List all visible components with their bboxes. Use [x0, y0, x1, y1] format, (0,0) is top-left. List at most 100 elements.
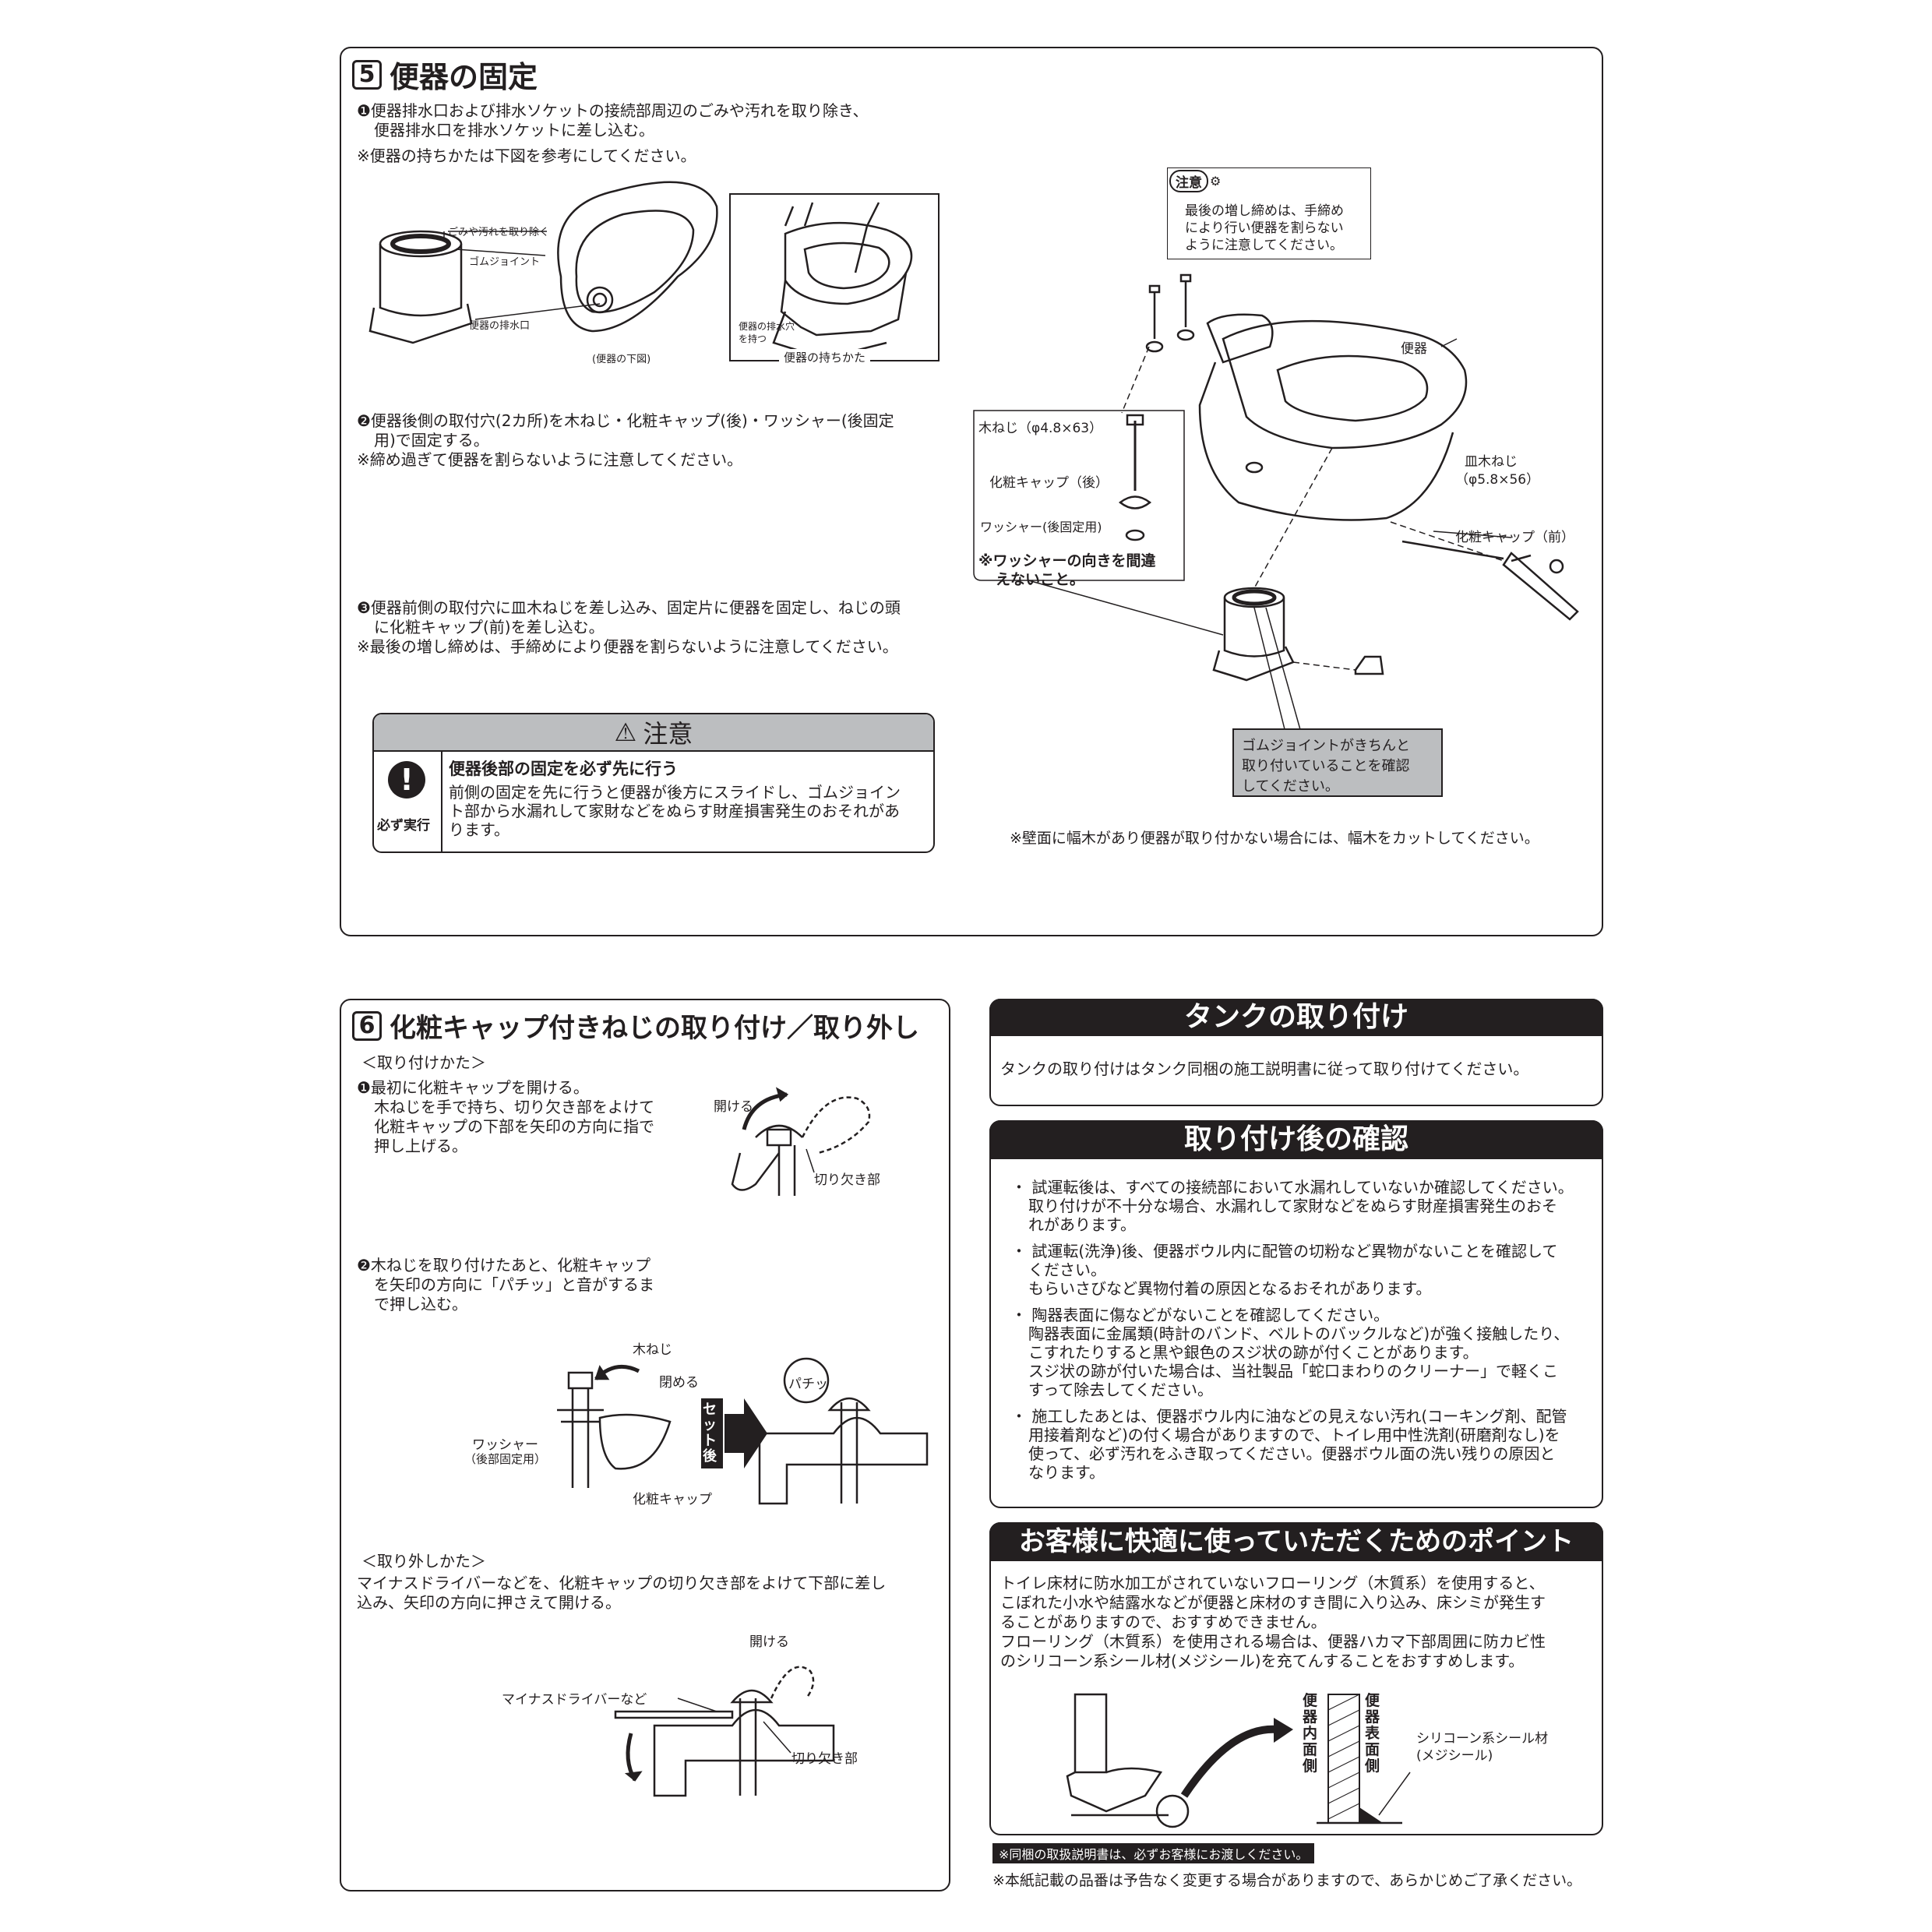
- label-fig2-cap: 化粧キャップ: [633, 1492, 712, 1507]
- tips-title: お客様に快適に使っていただくためのポイント: [1018, 1526, 1574, 1557]
- toilet-fixing-diagram: 便器 木ねじ（φ4.8×63） 化粧キャップ（後） ワッシャー(後固定用) ※ワ…: [966, 269, 1589, 799]
- label-fig2-washer-2: （後部固定用）: [464, 1452, 547, 1466]
- label-cap-front: 化粧キャップ（前）: [1455, 530, 1574, 545]
- attention-line1: 最後の増し締めは、手締め: [1185, 203, 1344, 219]
- caution-body-line2: ト部から水漏れして家財などをぬらす財産損害発生のおそれがあ: [449, 802, 900, 820]
- attach-heading: ＜取り付けかた＞: [361, 1053, 486, 1072]
- screw-icon: ⚙: [1210, 174, 1222, 189]
- label-outlet: 便器の排水口: [469, 320, 531, 332]
- gasket-note-line3: してください。: [1242, 778, 1339, 795]
- section5-step1-line2: 便器排水口を排水ソケットに差し込む。: [374, 121, 654, 139]
- label-flat-screw-1: 皿木ねじ: [1465, 454, 1518, 470]
- attention-line3: ように注意してください。: [1185, 238, 1343, 253]
- close-cap-drawing: [557, 1357, 929, 1505]
- section5-note2: ※締め過ぎて便器を割らないように注意してください。: [357, 450, 743, 469]
- check-item4-line2: 用接着剤など)の付く場合がありますので、トイレ用中性洗剤(研磨剤なし)を: [1028, 1426, 1560, 1444]
- label-fig3-notch: 切り欠き部: [791, 1751, 858, 1767]
- section5-number: 5: [352, 59, 382, 90]
- label-fig2-washer-1: ワッシャー: [472, 1437, 538, 1453]
- tank-banner: タンクの取り付け: [989, 999, 1603, 1036]
- section5-step1-line1: ❶便器排水口および排水ソケットの接続部周辺のごみや汚れを取り除き、: [357, 101, 869, 120]
- label-fig3-open: 開ける: [749, 1634, 789, 1650]
- warning-triangle-icon: ⚠: [614, 717, 637, 747]
- caution-header-text: 注意: [643, 719, 693, 749]
- manual-note: ※同梱の取扱説明書は、必ずお客様にお渡しください。: [992, 1843, 1315, 1863]
- manual-note-text: ※同梱の取扱説明書は、必ずお客様にお渡しください。: [999, 1847, 1309, 1862]
- check-banner: 取り付け後の確認: [989, 1120, 1603, 1159]
- attention-tag-text: 注意: [1169, 170, 1208, 192]
- label-open-1: 開ける: [714, 1099, 753, 1115]
- label-hold-hole-2: を持つ: [739, 333, 767, 344]
- remove-cap-figure: 開ける マイナスドライバーなど 切り欠き部: [499, 1624, 904, 1803]
- section5-frame: [340, 47, 1603, 936]
- label-fig2-close: 閉める: [659, 1375, 699, 1391]
- attention-box: 注意 ⚙ 最後の増し締めは、手締め により行い便器を割らない ように注意してくだ…: [1167, 167, 1371, 259]
- section5-baseboard-note: ※壁面に幅木があり便器が取り付かない場合には、幅木をカットしてください。: [1010, 830, 1539, 847]
- label-flat-screw-2: （φ5.8×56）: [1455, 472, 1540, 488]
- caution-icon-cell: ! 必ず実行: [374, 752, 442, 851]
- tips-line1: トイレ床材に防水加工がされていないフローリング（木質系）を使用すると、: [1000, 1574, 1545, 1592]
- attach-step2-line1: ❷木ねじを取り付けたあと、化粧キャップ: [357, 1256, 651, 1274]
- attach-step2-line2: を矢印の方向に「パチッ」と音がするま: [374, 1275, 654, 1294]
- label-dirt: ごみや汚れを取り除く: [448, 227, 550, 238]
- label-underside: (便器の下図): [592, 354, 651, 365]
- check-item4-line1: ・ 施工したあとは、便器ボウル内に油などの見えない汚れ(コーキング剤、配管: [1011, 1407, 1567, 1426]
- attach-step2-line3: で押し込む。: [374, 1295, 467, 1313]
- gasket-note-box: ゴムジョイントがきちんと 取り付いていることを確認 してください。: [1232, 728, 1443, 797]
- check-title: 取り付け後の確認: [1183, 1123, 1408, 1155]
- remove-text-line1: マイナスドライバーなどを、化粧キャップの切り欠き部をよけて下部に差し: [357, 1574, 887, 1592]
- section5-note3: ※最後の増し締めは、手締めにより便器を割らないように注意してください。: [357, 637, 898, 656]
- caution-title: 便器後部の固定を必ず先に行う: [449, 760, 678, 778]
- tips-line3: ることがありますので、おすすめできません。: [1000, 1613, 1327, 1631]
- check-item1-line2: 取り付けが不十分な場合、水漏れして家財などをぬらす財産損害発生のおそ: [1028, 1197, 1557, 1215]
- toilet-underside-drawing: [368, 181, 718, 344]
- caution-header: ⚠ 注意: [374, 714, 933, 752]
- label-fig2-screw: 木ねじ: [633, 1342, 672, 1358]
- close-cap-figure: 木ねじ 閉める ワッシャー （後部固定用） 化粧キャップ セット後 パチッ: [460, 1324, 929, 1511]
- label-hold-hole-1: 便器の排水穴: [739, 321, 795, 332]
- label-fig2-set: セット後: [703, 1401, 717, 1465]
- attention-line2: により行い便器を割らない: [1185, 220, 1344, 236]
- section5-step3-line1: ❸便器前側の取付穴に皿木ねじを差し込み、固定片に便器を固定し、ねじの頭: [357, 598, 901, 617]
- label-sealant-2: (メジシール): [1416, 1748, 1493, 1764]
- check-item3-line3: こすれたりすると黒や銀色のスジ状の跡が付くことがあります。: [1028, 1343, 1479, 1362]
- section5-title-text: 便器の固定: [390, 60, 538, 94]
- remove-cap-drawing: [614, 1666, 835, 1797]
- open-cap-drawing: [731, 1087, 871, 1196]
- caution-icon-label: 必ず実行: [377, 818, 430, 834]
- section6-title: 6 化粧キャップ付きねじの取り付け／取り外し: [352, 1007, 919, 1045]
- label-gasket: ゴムジョイント: [469, 256, 541, 268]
- section5-step2-line1: ❷便器後側の取付穴(2カ所)を木ねじ・化粧キャップ(後)・ワッシャー(後固定: [357, 411, 894, 430]
- check-item3-line1: ・ 陶器表面に傷などがないことを確認してください。: [1011, 1306, 1390, 1324]
- check-item2-line2: ください。: [1028, 1260, 1106, 1279]
- check-item3-line5: すって除去してください。: [1028, 1380, 1213, 1399]
- label-washer-note-2: えないこと。: [996, 571, 1085, 588]
- check-item2-line1: ・ 試運転(洗浄)後、便器ボウル内に配管の切粉など異物がないことを確認して: [1011, 1242, 1558, 1260]
- attach-step1-line1: ❶最初に化粧キャップを開ける。: [357, 1078, 589, 1097]
- label-washer-note-1: ※ワッシャーの向きを間違: [978, 552, 1156, 569]
- check-item1-line1: ・ 試運転後は、すべての接続部において水漏れしていないか確認してください。: [1011, 1178, 1574, 1197]
- label-cap-rear: 化粧キャップ（後）: [989, 475, 1109, 491]
- section6-number: 6: [352, 1010, 382, 1041]
- gasket-note-line2: 取り付いていることを確認: [1242, 758, 1410, 774]
- label-surface-side: 便器表面側: [1365, 1692, 1380, 1775]
- remove-heading: ＜取り外しかた＞: [361, 1552, 486, 1571]
- attach-step1-line3: 化粧キャップの下部を矢印の方向に指で: [374, 1117, 654, 1136]
- attach-step1-line4: 押し上げる。: [374, 1137, 467, 1155]
- attach-step1-line2: 木ねじを手で持ち、切り欠き部をよけて: [374, 1098, 654, 1116]
- toilet-fixing-drawing: [973, 273, 1579, 733]
- check-item4-line4: なります。: [1028, 1463, 1105, 1482]
- label-fig3-driver: マイナスドライバーなど: [502, 1692, 647, 1708]
- label-washer: ワッシャー(後固定用): [980, 520, 1102, 534]
- label-sealant-1: シリコーン系シール材: [1416, 1731, 1549, 1747]
- label-notch-1: 切り欠き部: [814, 1172, 880, 1188]
- caution-box: ⚠ 注意 ! 必ず実行 便器後部の固定を必ず先に行う 前側の固定を先に行うと便器…: [372, 713, 935, 853]
- hold-toilet-figure: 便器の排水穴 を持つ 便器の持ちかた: [729, 193, 940, 365]
- label-wood-screw: 木ねじ（φ4.8×63）: [978, 421, 1103, 436]
- section6-title-text: 化粧キャップ付きねじの取り付け／取り外し: [390, 1013, 919, 1044]
- label-inner-side: 便器内面側: [1303, 1692, 1318, 1775]
- tips-line4: フローリング（木質系）を使用される場合は、便器ハカマ下部周囲に防カビ性: [1000, 1632, 1546, 1651]
- change-note: ※本紙記載の品番は予告なく変更する場合がありますので、あらかじめご了承ください。: [992, 1872, 1582, 1889]
- tank-text: タンクの取り付けはタンク同梱の施工説明書に従って取り付けてください。: [1000, 1059, 1529, 1078]
- remove-text-line2: 込み、矢印の方向に押さえて開ける。: [357, 1593, 621, 1612]
